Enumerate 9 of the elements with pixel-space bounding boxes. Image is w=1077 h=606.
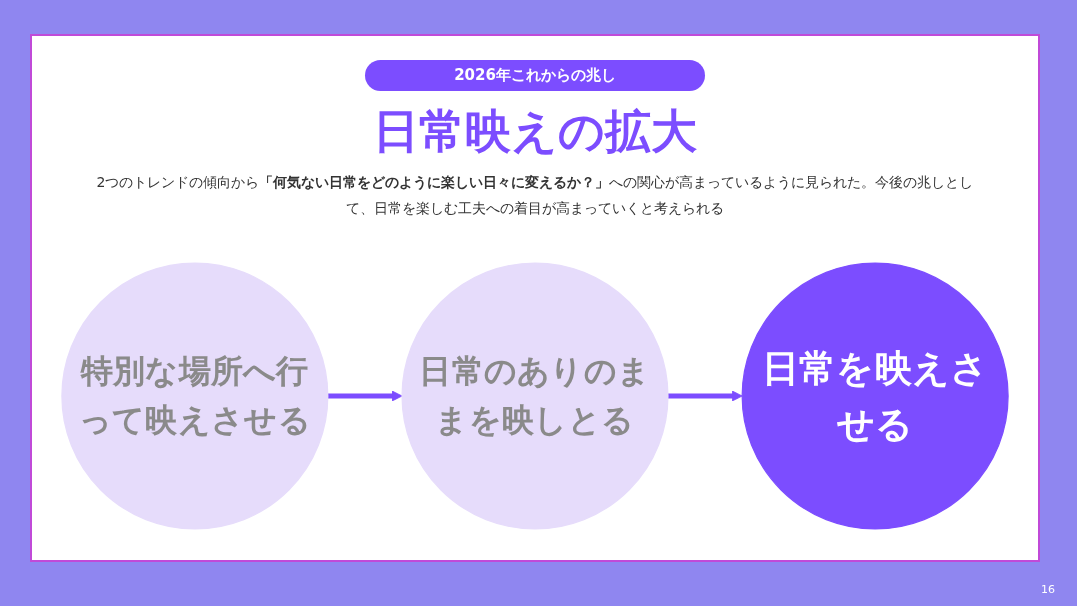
arrow xyxy=(667,390,743,402)
node-circle: 日常のありのままを映しとる xyxy=(401,262,669,530)
heading-badge: 2026年これからの兆し xyxy=(365,60,705,91)
arrow xyxy=(327,390,403,402)
title: 日常映えの拡大 xyxy=(372,103,698,160)
node-circle: 特別な場所へ行って映えさせる xyxy=(61,262,329,530)
description-text: 2つのトレンドの傾向から「何気ない日常をどのように楽しい日々に変えるか？」への関心が高まっているように見られた。今後の兆しとして、日常を楽しむ工夫への着目が高まっていくと考えられる xyxy=(95,173,975,218)
node-circle: 日常を映えさせる xyxy=(741,262,1009,530)
page-number: 16 xyxy=(1041,583,1055,596)
